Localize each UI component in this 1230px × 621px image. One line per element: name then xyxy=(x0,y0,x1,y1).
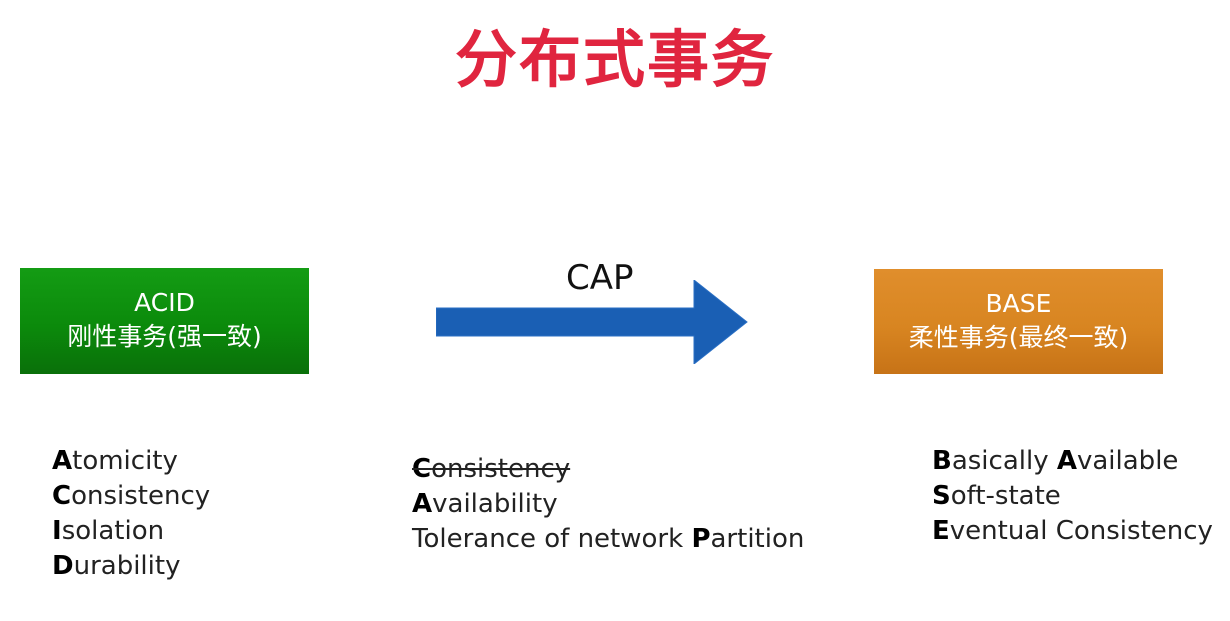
acid-item-initial: D xyxy=(52,551,74,581)
cap-arrow-icon xyxy=(436,280,748,364)
cap-item-partition-tolerance: Tolerance of network Partition xyxy=(412,522,804,557)
acid-item-initial: I xyxy=(52,516,62,546)
base-properties-list: Basically Available Soft-state Eventual … xyxy=(932,444,1213,549)
cap-item-rest: vailability xyxy=(432,489,558,519)
acid-item-atomicity: Atomicity xyxy=(52,444,210,479)
acid-item-rest: urability xyxy=(73,551,181,581)
base-item-basically-available: Basically Available xyxy=(932,444,1213,479)
acid-item-initial: A xyxy=(52,446,73,476)
acid-box-subtitle: 刚性事务(强一致) xyxy=(67,322,262,351)
base-item-initial: S xyxy=(932,481,951,511)
acid-box: ACID 刚性事务(强一致) xyxy=(20,268,309,374)
acid-box-title: ACID xyxy=(134,288,195,317)
cap-item-availability: Availability xyxy=(412,487,804,522)
acid-item-rest: solation xyxy=(61,516,165,546)
cap-item-rest: onsistency xyxy=(431,454,571,484)
base-item-rest-2: vailable xyxy=(1076,446,1179,476)
acid-properties-list: Atomicity Consistency Isolation Durabili… xyxy=(52,444,210,584)
acid-item-durability: Durability xyxy=(52,549,210,584)
cap-item-rest: artition xyxy=(710,524,805,554)
cap-item-initial: P xyxy=(691,524,711,554)
cap-properties-list: Consistency Availability Tolerance of ne… xyxy=(412,452,804,557)
base-box: BASE 柔性事务(最终一致) xyxy=(874,269,1163,374)
base-item-eventual-consistency: Eventual Consistency xyxy=(932,514,1213,549)
cap-item-initial: A xyxy=(412,489,433,519)
cap-arrow-shape xyxy=(436,280,748,364)
base-item-initial: B xyxy=(932,446,952,476)
acid-item-rest: tomicity xyxy=(72,446,178,476)
base-item-rest: asically xyxy=(951,446,1057,476)
acid-item-isolation: Isolation xyxy=(52,514,210,549)
base-box-title: BASE xyxy=(985,289,1052,318)
acid-item-initial: C xyxy=(52,481,72,511)
base-item-rest: oft-state xyxy=(950,481,1061,511)
base-item-initial: E xyxy=(932,516,950,546)
cap-item-initial: C xyxy=(412,454,432,484)
acid-item-consistency: Consistency xyxy=(52,479,210,514)
base-item-soft-state: Soft-state xyxy=(932,479,1213,514)
cap-label: CAP xyxy=(566,258,634,298)
base-item-initial-2: A xyxy=(1056,446,1077,476)
base-item-rest: ventual Consistency xyxy=(949,516,1213,546)
acid-item-rest: onsistency xyxy=(71,481,211,511)
base-box-subtitle: 柔性事务(最终一致) xyxy=(908,323,1129,352)
slide-title: 分布式事务 xyxy=(454,23,775,96)
cap-item-prefix: Tolerance of network xyxy=(412,524,692,554)
cap-item-consistency: Consistency xyxy=(412,452,804,487)
